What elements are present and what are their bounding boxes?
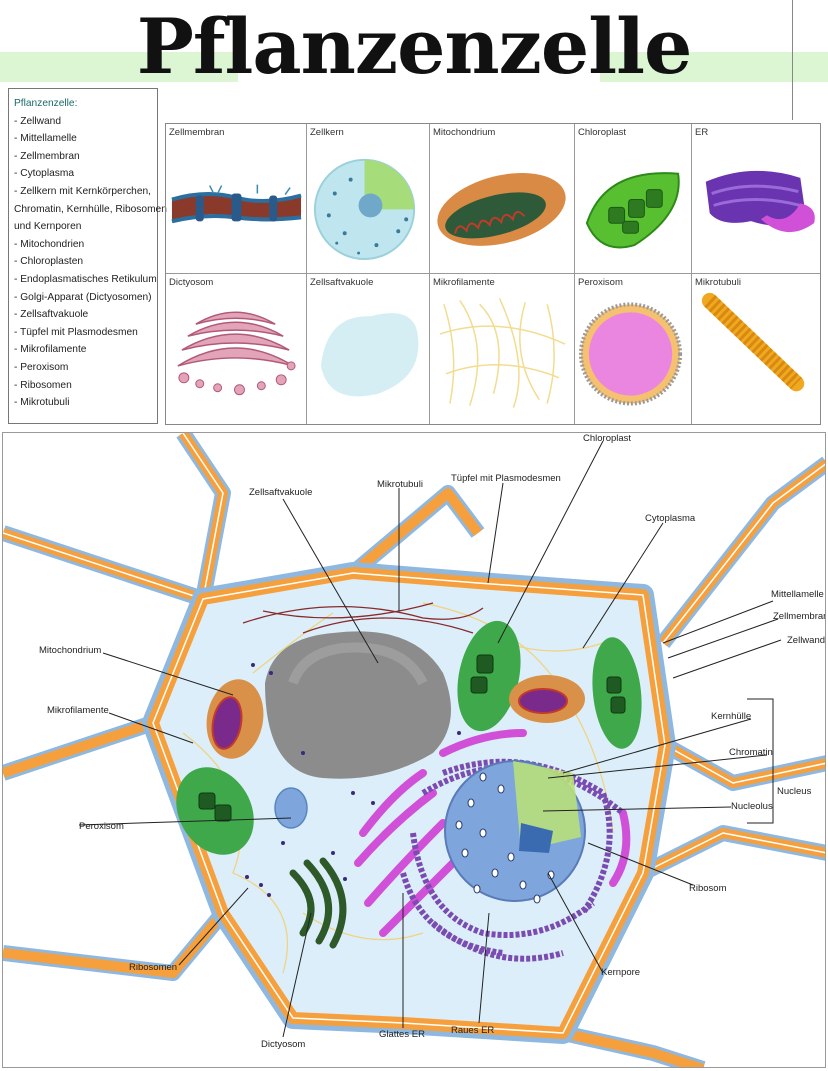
label-cytoplasma: Cytoplasma — [645, 513, 696, 524]
legend-item: - Zellkern mit Kernkörperchen, — [14, 185, 152, 197]
nucleus — [444, 760, 586, 904]
cell-label: Zellmembran — [169, 127, 225, 138]
cell-zellkern: Zellkern — [307, 124, 430, 274]
mitochondria — [206, 675, 585, 759]
legend-item: - Peroxisom — [14, 361, 69, 373]
cell-zellmembran: Zellmembran — [166, 124, 307, 274]
title-highlight-right — [600, 52, 828, 82]
cell-label: Peroxisom — [578, 277, 623, 288]
chloroplast-icon — [585, 172, 680, 249]
label-chloroplast: Chloroplast — [583, 433, 631, 444]
legend-item: - Zellwand — [14, 115, 61, 127]
peroxisome-icon — [578, 302, 683, 406]
label-zellwand: Zellwand — [787, 635, 825, 646]
label-glattes-er: Glattes ER — [379, 1029, 425, 1040]
organelle-grid: Zellmembran Zellkern Mitochondrium — [165, 123, 821, 425]
margin-line — [792, 0, 793, 120]
label-chromatin: Chromatin — [729, 747, 773, 758]
legend-item: - Zellsaftvakuole — [14, 309, 89, 321]
cell-chloroplast: Chloroplast — [575, 124, 692, 274]
title-highlight-left — [0, 52, 238, 82]
label-mitochondrium: Mitochondrium — [39, 645, 101, 656]
er-icon — [705, 170, 815, 233]
legend-item: - Endoplasmatisches Retikulum — [14, 273, 157, 285]
microfilament-icon — [439, 298, 566, 408]
cell-label: ER — [695, 127, 709, 138]
cell-label: Mikrotubuli — [695, 277, 741, 288]
label-mittellamelle: Mittellamelle — [771, 589, 824, 600]
cell-diagram: Chloroplast Tüpfel mit Plasmodesmen Mikr… — [2, 432, 826, 1068]
cell-er: ER — [692, 124, 820, 274]
legend-item: - Mittellamelle — [14, 133, 77, 145]
legend-item: - Cytoplasma — [14, 168, 75, 180]
dictyosome — [289, 857, 347, 949]
cell-mikrofilamente: Mikrofilamente — [430, 274, 575, 424]
label-mikrotubuli: Mikrotubuli — [377, 479, 423, 490]
label-raues-er: Raues ER — [451, 1025, 494, 1036]
microtubule-icon — [701, 292, 805, 392]
vacuole — [265, 631, 451, 779]
legend-item: Chromatin, Kernhülle, Ribosomen — [14, 203, 167, 215]
label-mikrofilamente: Mikrofilamente — [47, 705, 109, 716]
cell-label: Chloroplast — [578, 127, 627, 138]
golgi-icon — [177, 311, 296, 396]
cell-label: Zellsaftvakuole — [310, 277, 374, 288]
legend-item: - Golgi-Apparat (Dictyosomen) — [14, 291, 152, 303]
label-zellmembran: Zellmembran — [773, 611, 826, 622]
legend-box: Pflanzenzelle: - Zellwand - Mittellamell… — [8, 88, 167, 424]
plant-cell-illustration: Chloroplast Tüpfel mit Plasmodesmen Mikr… — [3, 433, 826, 1067]
legend-item: - Zellmembran — [14, 150, 80, 162]
legend-item: - Ribosomen — [14, 379, 72, 391]
label-dictyosom: Dictyosom — [261, 1039, 305, 1050]
cell-label: Mikrofilamente — [433, 277, 495, 288]
page-title: Pflanzenzelle — [136, 2, 693, 91]
nucleus-icon — [313, 158, 416, 260]
mitochondrion-icon — [437, 173, 566, 246]
cell-peroxisom: Peroxisom — [575, 274, 692, 424]
legend-item: - Tüpfel mit Plasmodesmen — [14, 326, 138, 338]
legend-item: - Mitochondrien — [14, 238, 85, 250]
peroxisome — [274, 787, 308, 829]
label-ribosom: Ribosom — [689, 883, 727, 894]
label-leaders — [78, 440, 782, 1038]
cell-mikrotubuli: Mikrotubuli — [692, 274, 820, 424]
label-nucleolus: Nucleolus — [731, 801, 773, 812]
label-nucleus: Nucleus — [777, 786, 812, 797]
legend-item: - Mikrofilamente — [14, 344, 87, 356]
label-ribosomen: Ribosomen — [129, 962, 177, 973]
legend-item: - Mikrotubuli — [14, 397, 70, 409]
smooth-er — [354, 729, 631, 937]
legend-item: und Kernporen — [14, 221, 82, 233]
cell-label: Zellkern — [310, 127, 344, 138]
cell-dictyosom: Dictyosom — [166, 274, 307, 424]
cell-zellsaftvakuole: Zellsaftvakuole — [307, 274, 430, 424]
cell-mitochondrium: Mitochondrium — [430, 124, 575, 274]
chloroplasts — [176, 620, 642, 855]
cell-label: Mitochondrium — [433, 127, 496, 138]
ribosome-dots — [245, 663, 461, 897]
microtubules — [242, 602, 484, 634]
legend-heading: Pflanzenzelle: — [14, 98, 78, 109]
membrane-icon — [171, 184, 302, 224]
label-kernhuelle: Kernhülle — [711, 711, 751, 722]
label-peroxisom: Peroxisom — [79, 821, 124, 832]
label-zellsaftvakuole: Zellsaftvakuole — [249, 487, 312, 498]
cell-label: Dictyosom — [169, 277, 214, 288]
legend-item: - Chloroplasten — [14, 256, 84, 268]
vacuole-icon — [320, 313, 419, 397]
label-tuepfel: Tüpfel mit Plasmodesmen — [451, 473, 561, 484]
label-kernpore: Kernpore — [601, 967, 640, 978]
